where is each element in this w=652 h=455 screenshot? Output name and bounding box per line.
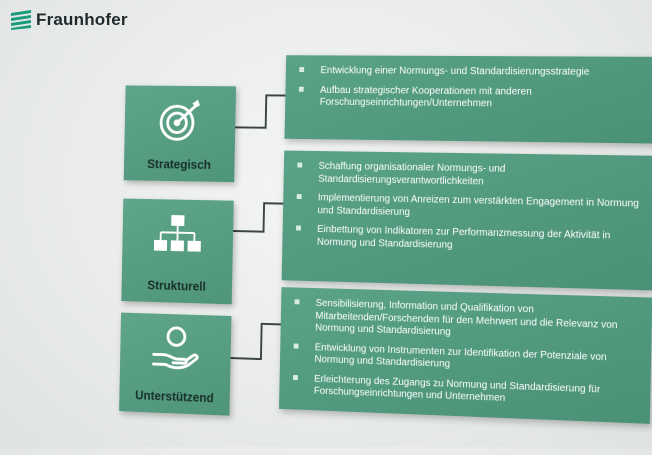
list-item: Entwicklung von Instrumenten zur Identif… xyxy=(293,341,637,378)
org-chart-icon xyxy=(153,213,203,257)
list-item: Entwicklung einer Normungs- und Standard… xyxy=(299,65,643,80)
list-item: Einbettung von Indikatoren zur Performan… xyxy=(296,224,640,257)
panel-unterstuetzend: Sensibilisierung, Information und Qualif… xyxy=(279,287,652,424)
item-list: Entwicklung einer Normungs- und Standard… xyxy=(299,65,643,112)
list-item: Implementierung von Anreizen zum verstär… xyxy=(296,192,640,224)
item-list: Sensibilisierung, Information und Qualif… xyxy=(293,297,638,410)
diagram: Strategisch Strukturell Unterstützend En… xyxy=(20,0,652,455)
target-icon xyxy=(156,97,204,142)
panel-strategisch: Entwicklung einer Normungs- und Standard… xyxy=(285,55,652,143)
category-label: Unterstützend xyxy=(119,388,230,406)
list-item: Schaffung organisationaler Normungs- und… xyxy=(297,161,641,192)
list-item: Sensibilisierung, Information und Qualif… xyxy=(294,297,638,345)
category-strategisch: Strategisch xyxy=(124,85,236,182)
connector-strategisch xyxy=(235,95,287,128)
category-label: Strukturell xyxy=(122,278,233,295)
item-list: Schaffung organisationaler Normungs- und… xyxy=(296,161,641,257)
panel-strukturell: Schaffung organisationaler Normungs- und… xyxy=(282,151,652,291)
category-unterstuetzend: Unterstützend xyxy=(119,313,231,416)
connector-strukturell xyxy=(233,203,285,232)
category-strukturell: Strukturell xyxy=(121,199,233,305)
list-item: Erleichterung des Zugangs zu Normung und… xyxy=(293,373,637,411)
category-label: Strategisch xyxy=(124,157,235,172)
connector-unterstuetzend xyxy=(231,323,283,360)
list-item: Aufbau strategischer Kooperationen mit a… xyxy=(299,84,643,112)
hand-coin-icon xyxy=(151,325,201,371)
